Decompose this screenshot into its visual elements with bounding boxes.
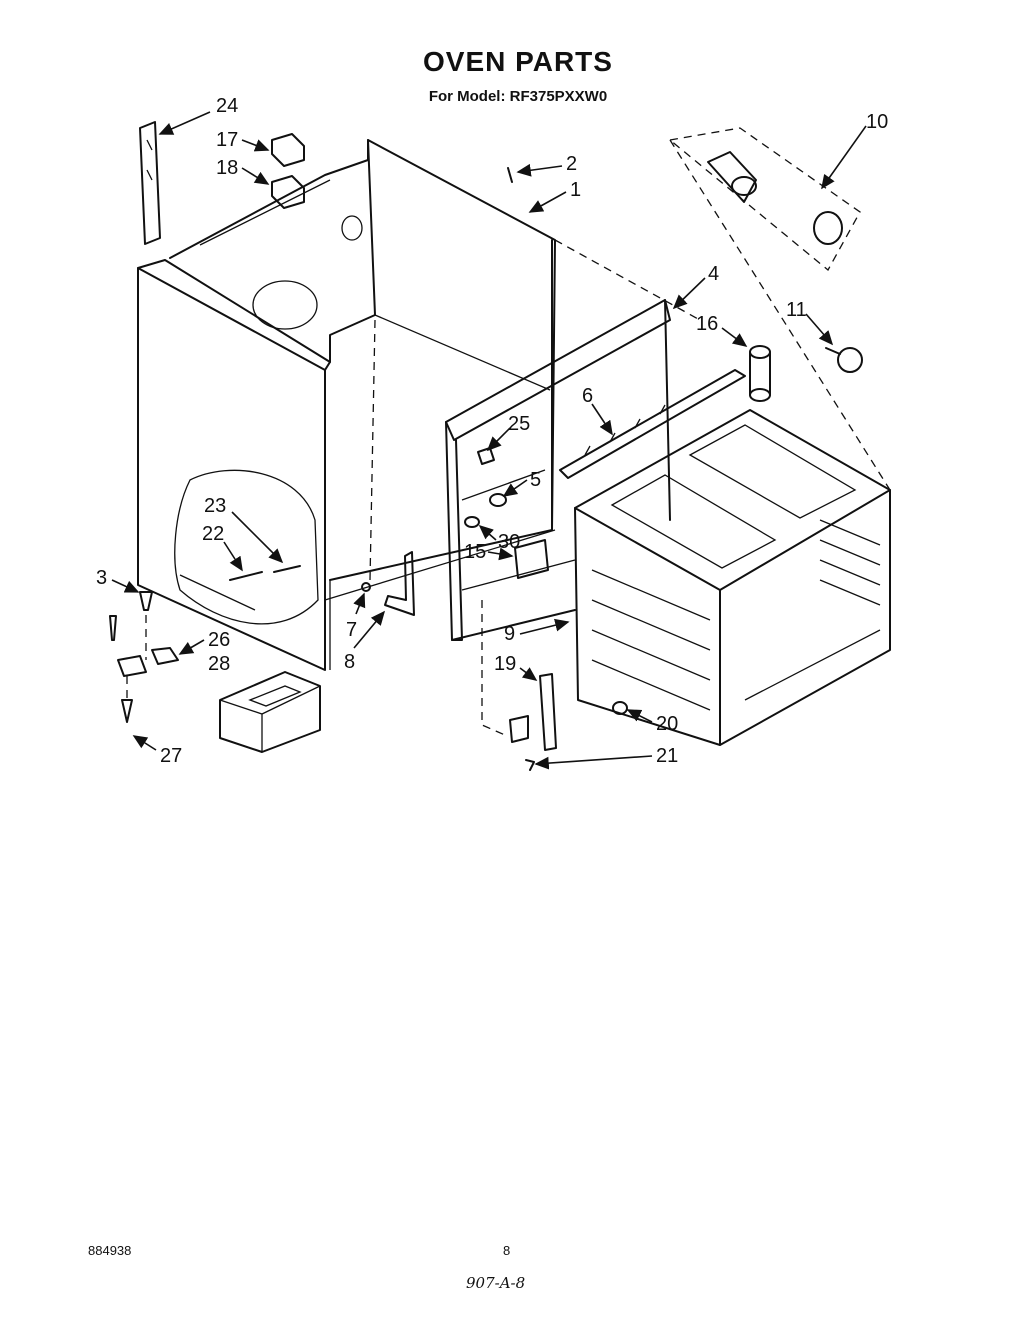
part-3-leg bbox=[139, 591, 153, 660]
callout-3: 3 bbox=[96, 567, 107, 589]
callout-7: 7 bbox=[346, 619, 357, 641]
part-17-clip bbox=[271, 133, 305, 167]
callout-26: 26 bbox=[208, 629, 230, 651]
part-7-screw bbox=[361, 582, 371, 592]
part-16-sleeve bbox=[749, 345, 771, 402]
doc-number: 884938 bbox=[88, 1243, 132, 1258]
part-11-bulb bbox=[825, 347, 863, 373]
part-27-pin bbox=[109, 615, 147, 723]
part-8-hinge bbox=[384, 551, 415, 616]
callout-24: 24 bbox=[216, 95, 238, 117]
part-5-knob bbox=[489, 493, 507, 507]
part-28-box bbox=[219, 671, 321, 753]
part-10-light-assembly bbox=[668, 127, 861, 271]
callout-30: 30 bbox=[498, 531, 520, 553]
part-21-clip bbox=[525, 759, 535, 771]
callout-28: 28 bbox=[208, 653, 230, 675]
callout-4: 4 bbox=[708, 263, 719, 285]
callout-19: 19 bbox=[494, 653, 516, 675]
callout-6: 6 bbox=[582, 385, 593, 407]
callout-1: 1 bbox=[570, 179, 581, 201]
callout-17: 17 bbox=[216, 129, 238, 151]
callout-10: 10 bbox=[866, 111, 888, 133]
callout-15: 15 bbox=[464, 541, 486, 563]
callout-2: 2 bbox=[566, 153, 577, 175]
callout-25: 25 bbox=[508, 413, 530, 435]
callout-18: 18 bbox=[216, 157, 238, 179]
callout-labels: 24 17 18 2 1 10 4 16 11 6 25 5 23 22 30 … bbox=[96, 95, 888, 767]
model-subtitle: For Model: RF375PXXW0 bbox=[428, 88, 608, 105]
part-2-screw bbox=[507, 167, 513, 183]
handwritten-note: 907-A-8 bbox=[466, 1274, 526, 1292]
callout-27: 27 bbox=[160, 745, 182, 767]
callout-5: 5 bbox=[530, 469, 541, 491]
part-1-cabinet bbox=[137, 139, 701, 671]
callout-16: 16 bbox=[696, 313, 718, 335]
callout-20: 20 bbox=[656, 713, 678, 735]
callout-9: 9 bbox=[504, 623, 515, 645]
callout-8: 8 bbox=[344, 651, 355, 673]
callout-leaders bbox=[111, 111, 867, 770]
part-18-clip bbox=[271, 175, 305, 209]
part-15-bracket bbox=[514, 539, 549, 579]
callout-21: 21 bbox=[656, 745, 678, 767]
part-20-screw bbox=[612, 701, 628, 715]
part-22-element bbox=[229, 571, 263, 581]
part-23-sensor bbox=[273, 565, 301, 573]
part-26-bracket bbox=[151, 647, 179, 665]
part-25-fitting bbox=[477, 447, 495, 465]
page-title: OVEN PARTS bbox=[423, 46, 613, 77]
part-19-latch bbox=[481, 600, 557, 751]
part-30-knob bbox=[464, 516, 480, 528]
part-24-bracket bbox=[139, 121, 161, 245]
callout-23: 23 bbox=[204, 495, 226, 517]
part-9-oven-liner bbox=[574, 409, 891, 746]
callout-22: 22 bbox=[202, 523, 224, 545]
part-6-bake-element bbox=[559, 369, 746, 479]
callout-11: 11 bbox=[786, 299, 807, 321]
page-number: 8 bbox=[503, 1243, 511, 1258]
